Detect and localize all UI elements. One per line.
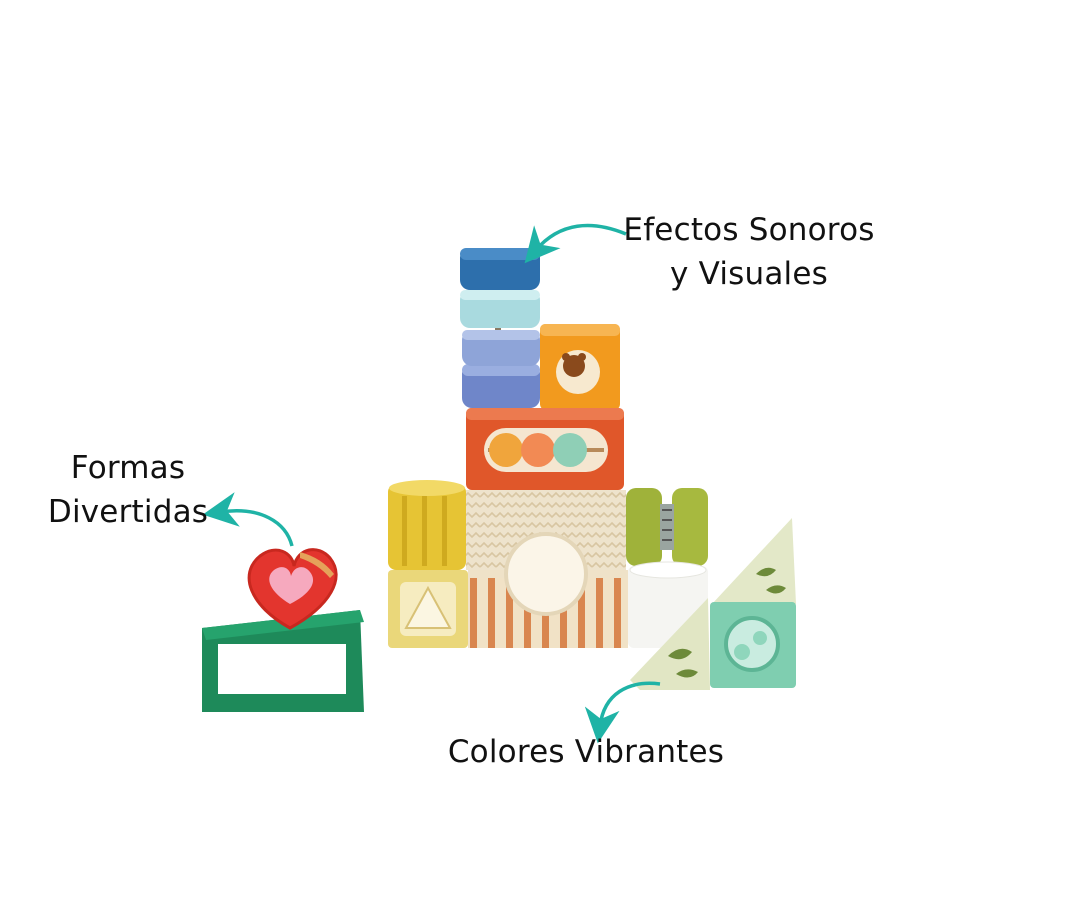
mint-bubble-block <box>710 602 796 688</box>
callout-vibrant-colors: Colores Vibrantes <box>438 730 734 774</box>
arrow-sound-visual <box>524 223 627 264</box>
callout-sound-visual-line2: y Visuales <box>670 256 828 292</box>
yellow-triangle-cutout-block <box>388 570 468 648</box>
callout-sound-visual-line1: Efectos Sonoros <box>623 212 875 248</box>
callout-vibrant-colors-line1: Colores Vibrantes <box>447 734 725 770</box>
olive-spring-rollers <box>626 488 708 566</box>
orange-window-cube <box>540 324 620 410</box>
callout-fun-shapes-line1: Formas <box>70 450 186 486</box>
bead-slider-block <box>466 408 624 490</box>
bead-orange <box>489 433 523 467</box>
heart-block <box>247 548 338 630</box>
callout-fun-shapes: Formas Divertidas <box>40 446 216 534</box>
arch-hole <box>504 532 588 616</box>
yellow-ribbed-cylinder <box>388 480 466 570</box>
cream-leaf-triangle-upper <box>712 518 796 604</box>
arrow-vibrant-colors <box>584 681 661 744</box>
callout-sound-visual-effects: Efectos Sonoros y Visuales <box>618 208 880 296</box>
stacked-disc-tower <box>460 248 540 410</box>
cream-leaf-triangle-lower <box>630 598 710 690</box>
green-rectangle-frame <box>202 610 364 712</box>
callout-fun-shapes-line2: Divertidas <box>47 494 209 530</box>
arrow-fun-shapes <box>202 492 294 547</box>
bead-peach <box>521 433 555 467</box>
bead-mint <box>553 433 587 467</box>
